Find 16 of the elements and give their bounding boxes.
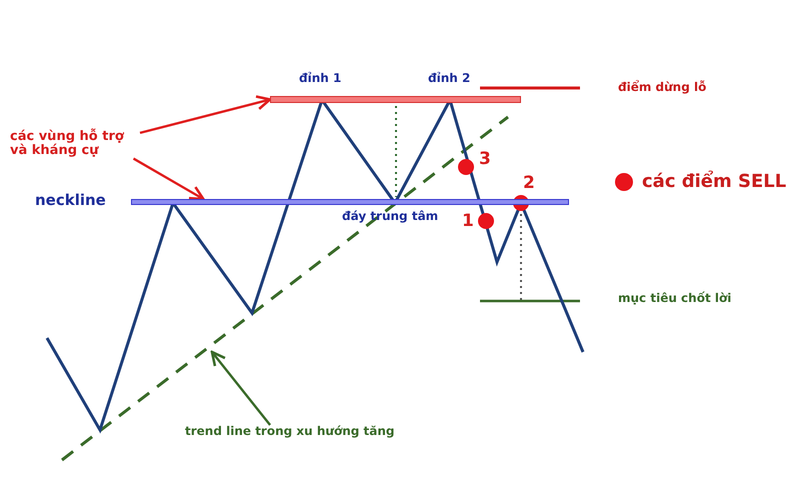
callout-number: 3	[479, 150, 491, 169]
stop-loss-label: điểm dừng lỗ	[618, 81, 706, 94]
arrow	[210, 350, 272, 426]
arrow	[132, 158, 205, 200]
annotation-text: các vùng hỗ trợ và kháng cự	[10, 130, 140, 159]
resistance-zone-bar	[270, 96, 521, 103]
peak-label: đỉnh 2	[428, 72, 470, 86]
callout-number: 2	[523, 174, 535, 193]
legend-label: các điểm SELL	[642, 172, 786, 192]
arrow	[140, 95, 272, 134]
peak-label: đỉnh 1	[299, 72, 342, 86]
neckline-bar	[131, 199, 569, 205]
annotation-text: trend line trong xu hướng tăng	[185, 425, 415, 438]
take-profit-label: mục tiêu chốt lời	[618, 292, 732, 306]
neckline-label: neckline	[35, 192, 106, 208]
callout-number: 1	[462, 212, 474, 231]
